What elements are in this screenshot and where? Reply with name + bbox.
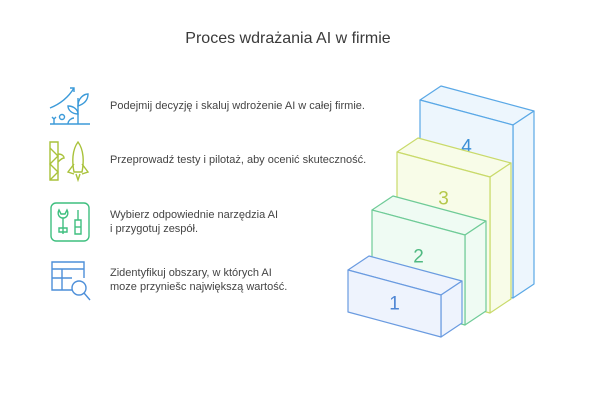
step-1-identify: Zidentyfikuj obszary, w których AI moze …: [48, 258, 287, 302]
tools-icon: [50, 202, 90, 242]
step-2-tools: Wybierz odpowiednie narzędzia AI i przyg…: [48, 200, 278, 244]
stair-side-face: [464, 220, 487, 326]
step-text: Podejmij decyzję i skaluj wdrożenie AI w…: [110, 100, 365, 112]
stair-block-1: 1: [347, 255, 463, 338]
step-3-test: Przeprowadź testy i pilotaż, aby ocenić …: [48, 138, 366, 182]
rocket-launch-icon: [49, 140, 90, 182]
stair-side-face: [489, 162, 512, 314]
stair-front-face: [347, 269, 442, 338]
stair-number-label: 3: [438, 189, 449, 210]
step-text: Wybierz odpowiednie narzędzia AI i przyg…: [110, 209, 279, 235]
stair-side-face: [512, 110, 535, 299]
step-text: Przeprowadź testy i pilotaż, aby ocenić …: [110, 154, 367, 166]
stair-number-label: 1: [389, 294, 400, 315]
page-title: Proces wdrażania AI w firmie: [185, 30, 391, 47]
table-search-icon: [51, 261, 91, 301]
step-text: Zidentyfikuj obszary, w których AI moze …: [110, 267, 288, 293]
stair-number-label: 2: [413, 247, 424, 268]
stair-number-label: 4: [461, 137, 472, 158]
growth-plant-icon: [49, 87, 90, 125]
step-4-scale: Podejmij decyzję i skaluj wdrożenie AI w…: [48, 84, 365, 128]
